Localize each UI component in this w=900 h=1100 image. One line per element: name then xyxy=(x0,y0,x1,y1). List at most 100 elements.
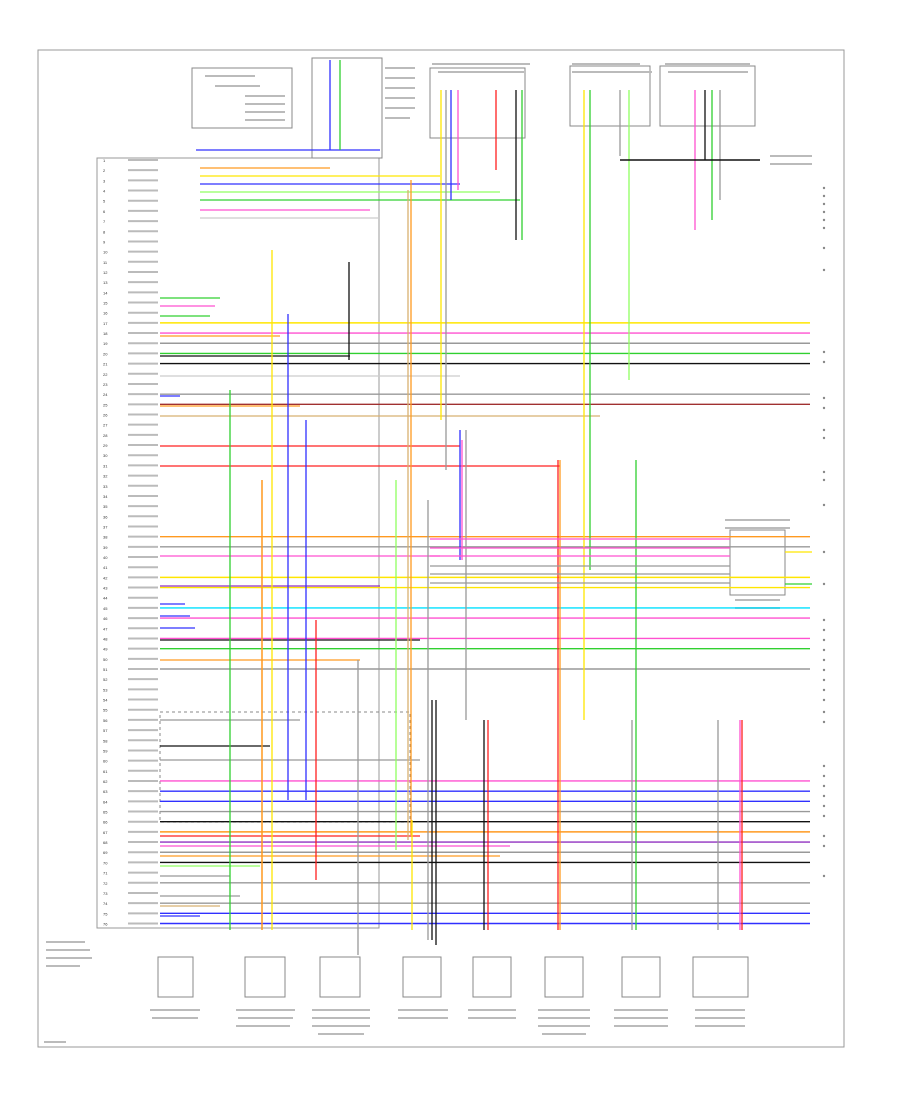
pin-label: 24 xyxy=(103,392,108,397)
pin-label: 31 xyxy=(103,463,108,468)
pin-label: 70 xyxy=(103,860,108,865)
pin-label: 58 xyxy=(103,738,108,743)
right-pin-mark xyxy=(822,804,826,808)
pin-label: 60 xyxy=(103,759,108,764)
pin-label: 52 xyxy=(103,677,108,682)
sensor-box-4 xyxy=(402,956,442,998)
pin-label: 8 xyxy=(103,229,106,234)
pin-label: 20 xyxy=(103,351,108,356)
pin-label: 34 xyxy=(103,494,108,499)
connector-top-right-a xyxy=(569,65,651,127)
pin-label: 44 xyxy=(103,596,108,601)
pin-label: 64 xyxy=(103,799,108,804)
connector-top-right-b xyxy=(659,65,756,127)
pin-label: 4 xyxy=(103,189,106,194)
pin-label: 5 xyxy=(103,199,106,204)
right-pin-mark xyxy=(822,814,826,818)
pin-label: 2 xyxy=(103,168,106,173)
right-pin-mark xyxy=(822,678,826,682)
pin-label: 33 xyxy=(103,484,108,489)
pin-label: 29 xyxy=(103,443,108,448)
pin-label: 59 xyxy=(103,748,108,753)
pin-label: 1 xyxy=(103,158,106,163)
sensor-box-3 xyxy=(319,956,361,998)
pin-label: 43 xyxy=(103,586,108,591)
right-pin-mark xyxy=(822,202,826,206)
right-pin-mark xyxy=(822,658,826,662)
right-pin-mark xyxy=(822,764,826,768)
pin-label: 57 xyxy=(103,728,108,733)
pin-label: 28 xyxy=(103,433,108,438)
right-pin-mark xyxy=(822,618,826,622)
sensor-box-8 xyxy=(692,956,749,998)
right-pin-mark xyxy=(822,582,826,586)
pin-label: 40 xyxy=(103,555,108,560)
right-pin-mark xyxy=(822,774,826,778)
right-pin-mark xyxy=(822,194,826,198)
right-pin-mark xyxy=(822,470,826,474)
connector-top-center xyxy=(429,67,526,139)
pin-label: 12 xyxy=(103,270,108,275)
pin-label: 38 xyxy=(103,535,108,540)
pin-label: 25 xyxy=(103,402,108,407)
pin-label: 72 xyxy=(103,881,108,886)
right-pin-mark xyxy=(822,210,826,214)
pin-label: 26 xyxy=(103,413,108,418)
pin-label: 39 xyxy=(103,545,108,550)
pin-label: 68 xyxy=(103,840,108,845)
right-pin-mark xyxy=(822,350,826,354)
right-pin-mark xyxy=(822,503,826,507)
right-pin-mark xyxy=(822,218,826,222)
pin-label: 65 xyxy=(103,810,108,815)
right-pin-mark xyxy=(822,186,826,190)
pin-label: 45 xyxy=(103,606,108,611)
pin-label: 3 xyxy=(103,178,106,183)
pin-label: 13 xyxy=(103,280,108,285)
dashed-region xyxy=(159,711,411,823)
pin-label: 63 xyxy=(103,789,108,794)
pin-label: 71 xyxy=(103,871,108,876)
sensor-box-5 xyxy=(472,956,512,998)
right-pin-mark xyxy=(822,668,826,672)
relay-box-left xyxy=(191,67,293,129)
pin-label: 73 xyxy=(103,891,108,896)
pin-label: 69 xyxy=(103,850,108,855)
pin-label: 50 xyxy=(103,657,108,662)
right-pin-mark xyxy=(822,710,826,714)
right-pin-mark xyxy=(822,874,826,878)
right-pin-mark xyxy=(822,720,826,724)
pin-label: 42 xyxy=(103,575,108,580)
pin-label: 66 xyxy=(103,820,108,825)
right-pin-mark xyxy=(822,268,826,272)
pin-label: 41 xyxy=(103,565,108,570)
pin-label: 21 xyxy=(103,362,108,367)
pin-label: 53 xyxy=(103,687,108,692)
right-pin-mark xyxy=(822,226,826,230)
right-pin-mark xyxy=(822,698,826,702)
right-pin-mark xyxy=(822,784,826,788)
pin-label: 15 xyxy=(103,301,108,306)
pin-label: 61 xyxy=(103,769,108,774)
pin-label: 9 xyxy=(103,239,106,244)
right-pin-mark xyxy=(822,246,826,250)
right-pin-mark xyxy=(822,638,826,642)
right-pin-mark xyxy=(822,844,826,848)
right-pin-marks xyxy=(822,186,826,878)
right-pin-mark xyxy=(822,428,826,432)
right-pin-mark xyxy=(822,550,826,554)
pin-label: 56 xyxy=(103,718,108,723)
pin-label: 30 xyxy=(103,453,108,458)
right-pin-mark xyxy=(822,688,826,692)
pin-label: 36 xyxy=(103,514,108,519)
pin-label: 51 xyxy=(103,667,108,672)
sensor-box-1 xyxy=(157,956,194,998)
right-connector-box xyxy=(729,529,786,596)
pin-label: 49 xyxy=(103,647,108,652)
pin-label: 47 xyxy=(103,626,108,631)
pin-label: 27 xyxy=(103,423,108,428)
right-pin-mark xyxy=(822,360,826,364)
bottom-label-lines xyxy=(44,941,745,1043)
pin-label: 76 xyxy=(103,922,108,927)
ecu-pin-labels: 1234567891011121314151617181920212223242… xyxy=(103,158,158,927)
pin-label: 14 xyxy=(103,290,108,295)
